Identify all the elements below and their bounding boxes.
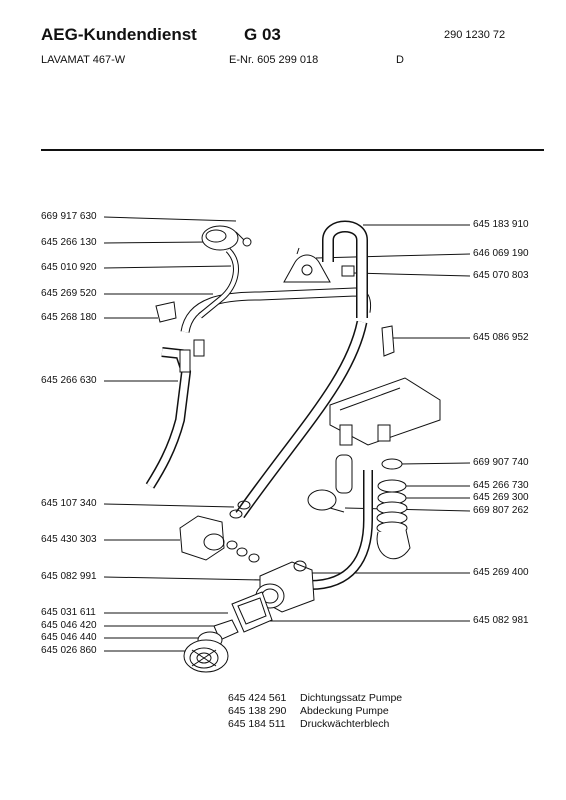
callout-left-9: 645 082 991: [41, 571, 97, 582]
callout-left-12: 645 046 440: [41, 632, 97, 643]
callout-left-2: 645 266 130: [41, 237, 97, 248]
brand-title: AEG-Kundendienst: [41, 25, 197, 44]
callout-right-10: 645 082 981: [473, 615, 529, 626]
callout-right-2: 646 069 190: [473, 248, 529, 259]
language-code: D: [396, 54, 404, 66]
model-name: LAVAMAT 467-W: [41, 54, 126, 66]
filter-cap: [183, 639, 229, 673]
parts-list-number: 645 138 290: [228, 705, 287, 717]
callout-right-6: 645 266 730: [473, 480, 529, 491]
parts-list-description: Abdeckung Pumpe: [300, 705, 389, 717]
callout-left-8: 645 430 303: [41, 534, 97, 545]
callout-right-3: 645 070 803: [473, 270, 529, 281]
callout-right-9: 645 269 400: [473, 567, 529, 578]
callout-right-4: 645 086 952: [473, 332, 529, 343]
callout-right-7: 645 269 300: [473, 492, 529, 503]
callout-left-3: 645 010 920: [41, 262, 97, 273]
pump-motor: [179, 515, 260, 563]
leader-lines-left: [103, 216, 265, 652]
callout-left-6: 645 266 630: [41, 375, 97, 386]
callout-left-13: 645 026 860: [41, 645, 97, 656]
parts-list-number: 645 184 511: [228, 718, 286, 730]
parts-list-description: Dichtungssatz Pumpe: [300, 692, 403, 704]
document-number: 290 1230 72: [444, 29, 506, 41]
callout-right-8: 669 807 262: [473, 505, 529, 516]
bellows: [376, 479, 411, 560]
header-rule: [41, 149, 544, 151]
callout-left-10: 645 031 611: [41, 607, 96, 618]
callout-left-7: 645 107 340: [41, 498, 97, 509]
callout-right-1: 645 183 910: [473, 219, 529, 230]
callout-left-5: 645 268 180: [41, 312, 97, 323]
callout-left-11: 645 046 420: [41, 620, 97, 631]
callout-left-4: 645 269 520: [41, 288, 97, 299]
leader-lines-right: [262, 224, 471, 622]
callout-left-1: 669 917 630: [41, 211, 97, 222]
e-number: E-Nr. 605 299 018: [229, 54, 319, 66]
callout-right-5: 669 907 740: [473, 457, 529, 468]
parts-list-description: Druckwächterblech: [300, 718, 390, 730]
parts-list-number: 645 424 561: [228, 692, 287, 704]
group-code: G 03: [244, 25, 281, 44]
